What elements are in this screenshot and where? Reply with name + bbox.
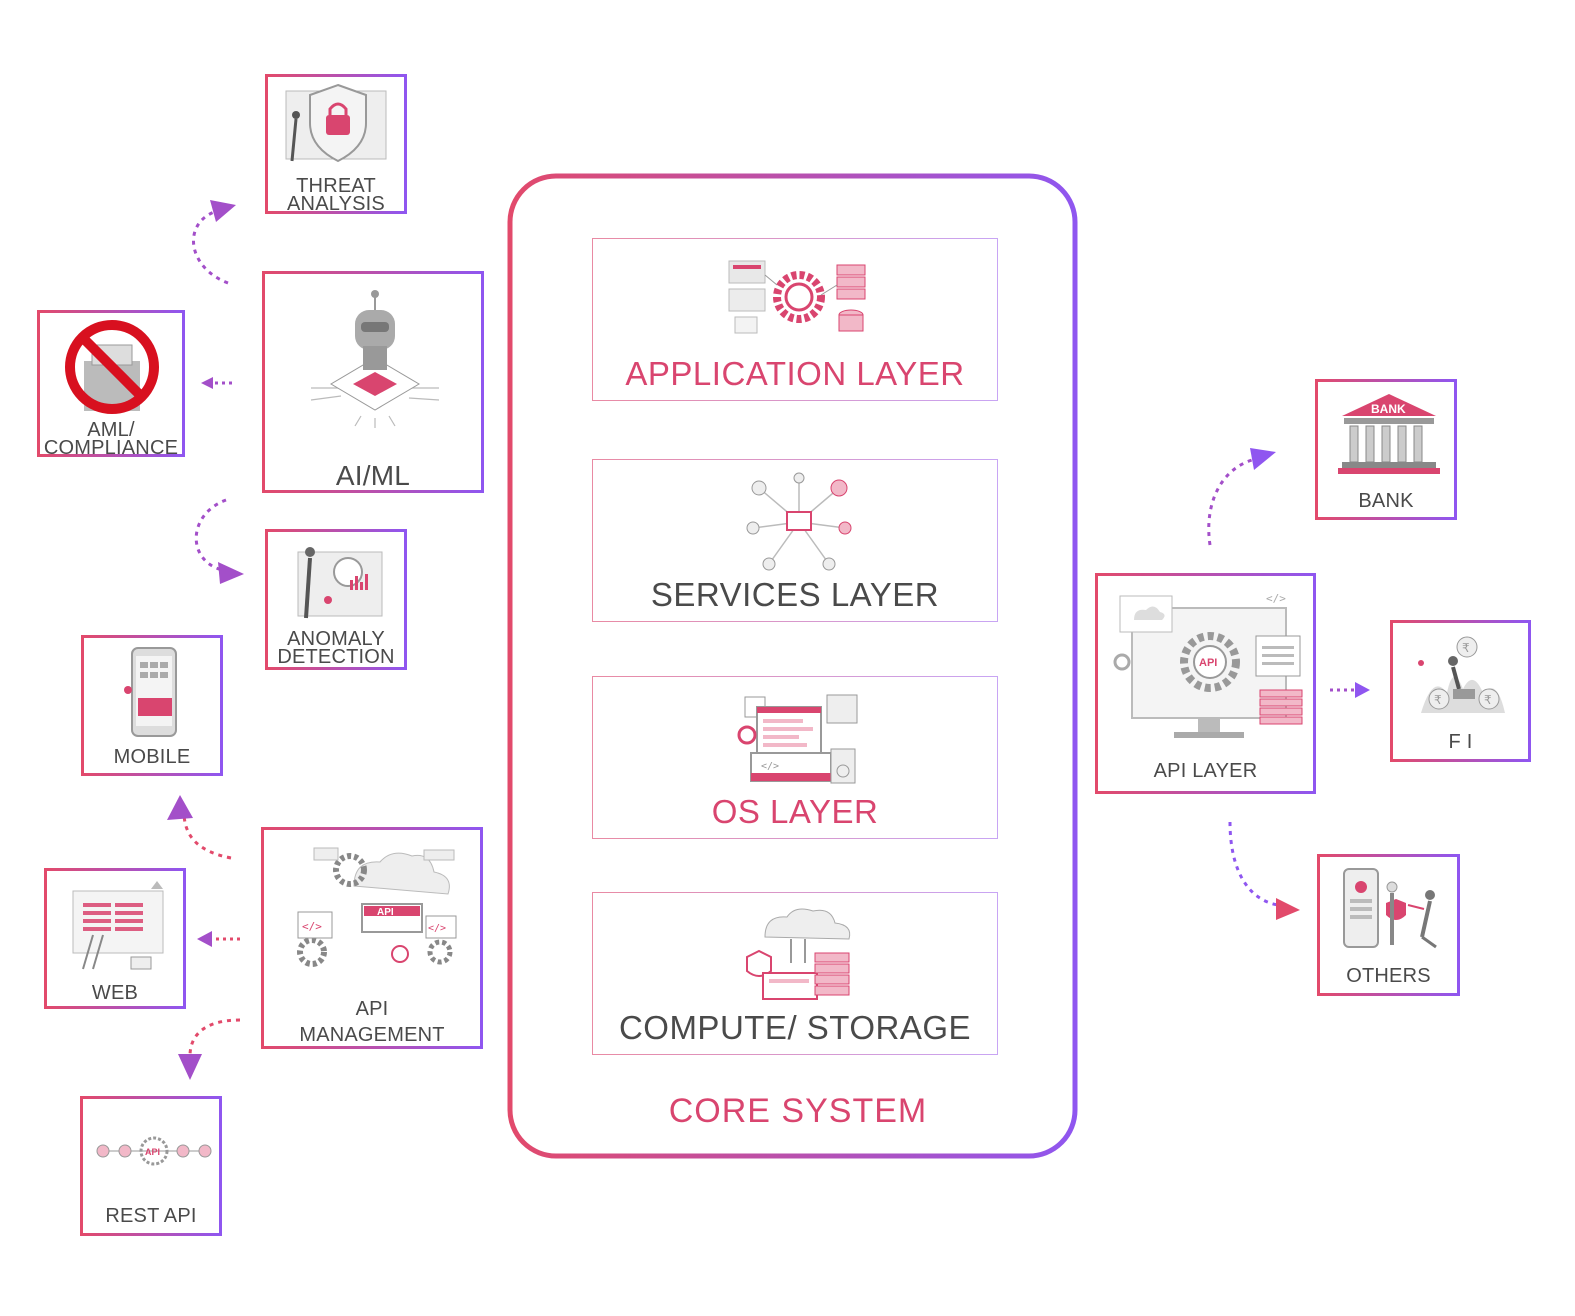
api-layer-code-glyph: </> <box>1266 592 1286 605</box>
web-browser-icon <box>72 881 164 970</box>
robot-chip-icon <box>310 290 440 428</box>
arrow-to-mobile <box>182 813 232 860</box>
arrowhead-rest <box>178 1054 202 1080</box>
core-system-frame <box>507 173 1078 1159</box>
web-label: WEB <box>91 982 139 1004</box>
arrow-to-others <box>1228 821 1279 907</box>
api-mgmt-code-left: </> <box>302 920 322 933</box>
threat-analysis-label: THREAT ANALYSIS <box>287 175 385 215</box>
bank-label: BANK <box>1358 490 1414 512</box>
api-mgmt-api-text: API <box>377 907 394 918</box>
arrow-to-rest-api <box>188 1018 241 1057</box>
rest-api-box: API REST API <box>80 1096 222 1236</box>
arrow-to-anomaly <box>194 498 227 572</box>
rest-api-label: REST API <box>105 1205 197 1227</box>
fi-label: F I <box>1448 731 1473 753</box>
fi-rupee-right: ₹ <box>1484 693 1492 707</box>
bank-building-icon: BANK <box>1338 394 1440 474</box>
api-management-box: API </> </> API MANAGEMENT <box>261 827 483 1049</box>
magnifier-chart-icon <box>297 547 383 619</box>
arrow-to-threat-analysis <box>192 210 229 285</box>
api-gears-cloud-icon: API </> </> <box>297 847 457 967</box>
threat-analysis-box: THREAT ANALYSIS <box>265 74 407 214</box>
arrowhead-aml <box>201 377 213 389</box>
os-monitor-icon: </> <box>737 694 858 784</box>
mobile-label: MOBILE <box>113 746 191 768</box>
application-layer-card: APPLICATION LAYER <box>592 238 998 401</box>
others-label: OTHERS <box>1346 965 1431 987</box>
bank-box: BANK BANK <box>1315 379 1457 520</box>
arrowhead-mobile <box>167 795 193 820</box>
os-layer-label: OS LAYER <box>711 793 879 830</box>
fi-box: ₹ ₹ ₹ F I <box>1390 620 1531 762</box>
services-network-icon <box>746 472 852 571</box>
aml-compliance-box: AML/ COMPLIANCE <box>37 310 185 459</box>
anomaly-detection-box: ANOMALY DETECTION <box>265 529 407 670</box>
bank-sign-text: BANK <box>1371 402 1406 416</box>
aiml-label: AI/ML <box>335 460 411 491</box>
arrowhead-others <box>1276 898 1300 920</box>
arrow-to-bank <box>1207 458 1253 546</box>
compute-storage-card: COMPUTE/ STORAGE <box>592 892 998 1055</box>
rest-api-chain-icon: API <box>96 1136 212 1166</box>
api-monitor-icon: API </> <box>1113 592 1303 738</box>
fi-rupee-top: ₹ <box>1462 641 1470 655</box>
cloud-storage-icon <box>746 908 851 1000</box>
core-system-label: CORE SYSTEM <box>668 1092 928 1130</box>
anomaly-detection-label: ANOMALY DETECTION <box>277 628 395 668</box>
rupee-coins-icon: ₹ ₹ ₹ <box>1418 636 1505 713</box>
arrowhead-fi <box>1355 682 1370 698</box>
arrowhead-web <box>197 931 212 947</box>
arrowhead-bank <box>1250 448 1276 470</box>
api-mgmt-code-right: </> <box>428 923 446 934</box>
web-box: WEB <box>44 868 186 1009</box>
services-layer-label: SERVICES LAYER <box>650 576 940 613</box>
application-gear-servers-icon <box>728 260 866 334</box>
api-management-label: API MANAGEMENT <box>299 998 445 1046</box>
os-layer-card: </> OS LAYER <box>592 676 998 839</box>
mobile-box: MOBILE <box>81 635 223 776</box>
compute-storage-label: COMPUTE/ STORAGE <box>618 1009 972 1046</box>
arrowhead-anomaly <box>218 562 244 584</box>
aml-compliance-label: AML/ COMPLIANCE <box>43 419 179 459</box>
others-box: OTHERS <box>1317 854 1460 996</box>
aiml-box: AI/ML <box>262 271 484 493</box>
application-layer-label: APPLICATION LAYER <box>625 355 965 392</box>
os-code-glyph: </> <box>761 761 779 772</box>
arrowhead-threat <box>210 200 236 222</box>
fi-rupee-left: ₹ <box>1434 693 1442 707</box>
api-layer-api-text: API <box>1199 657 1217 669</box>
api-layer-box: API </> API LAYER <box>1095 573 1316 794</box>
rest-api-api-text: API <box>145 1147 160 1157</box>
no-money-bag-icon <box>65 320 159 414</box>
api-layer-label: API LAYER <box>1153 760 1258 782</box>
shield-lock-icon <box>285 83 387 163</box>
smartphone-icon <box>124 647 177 737</box>
services-layer-card: SERVICES LAYER <box>592 459 998 622</box>
others-security-icon <box>1343 868 1437 949</box>
